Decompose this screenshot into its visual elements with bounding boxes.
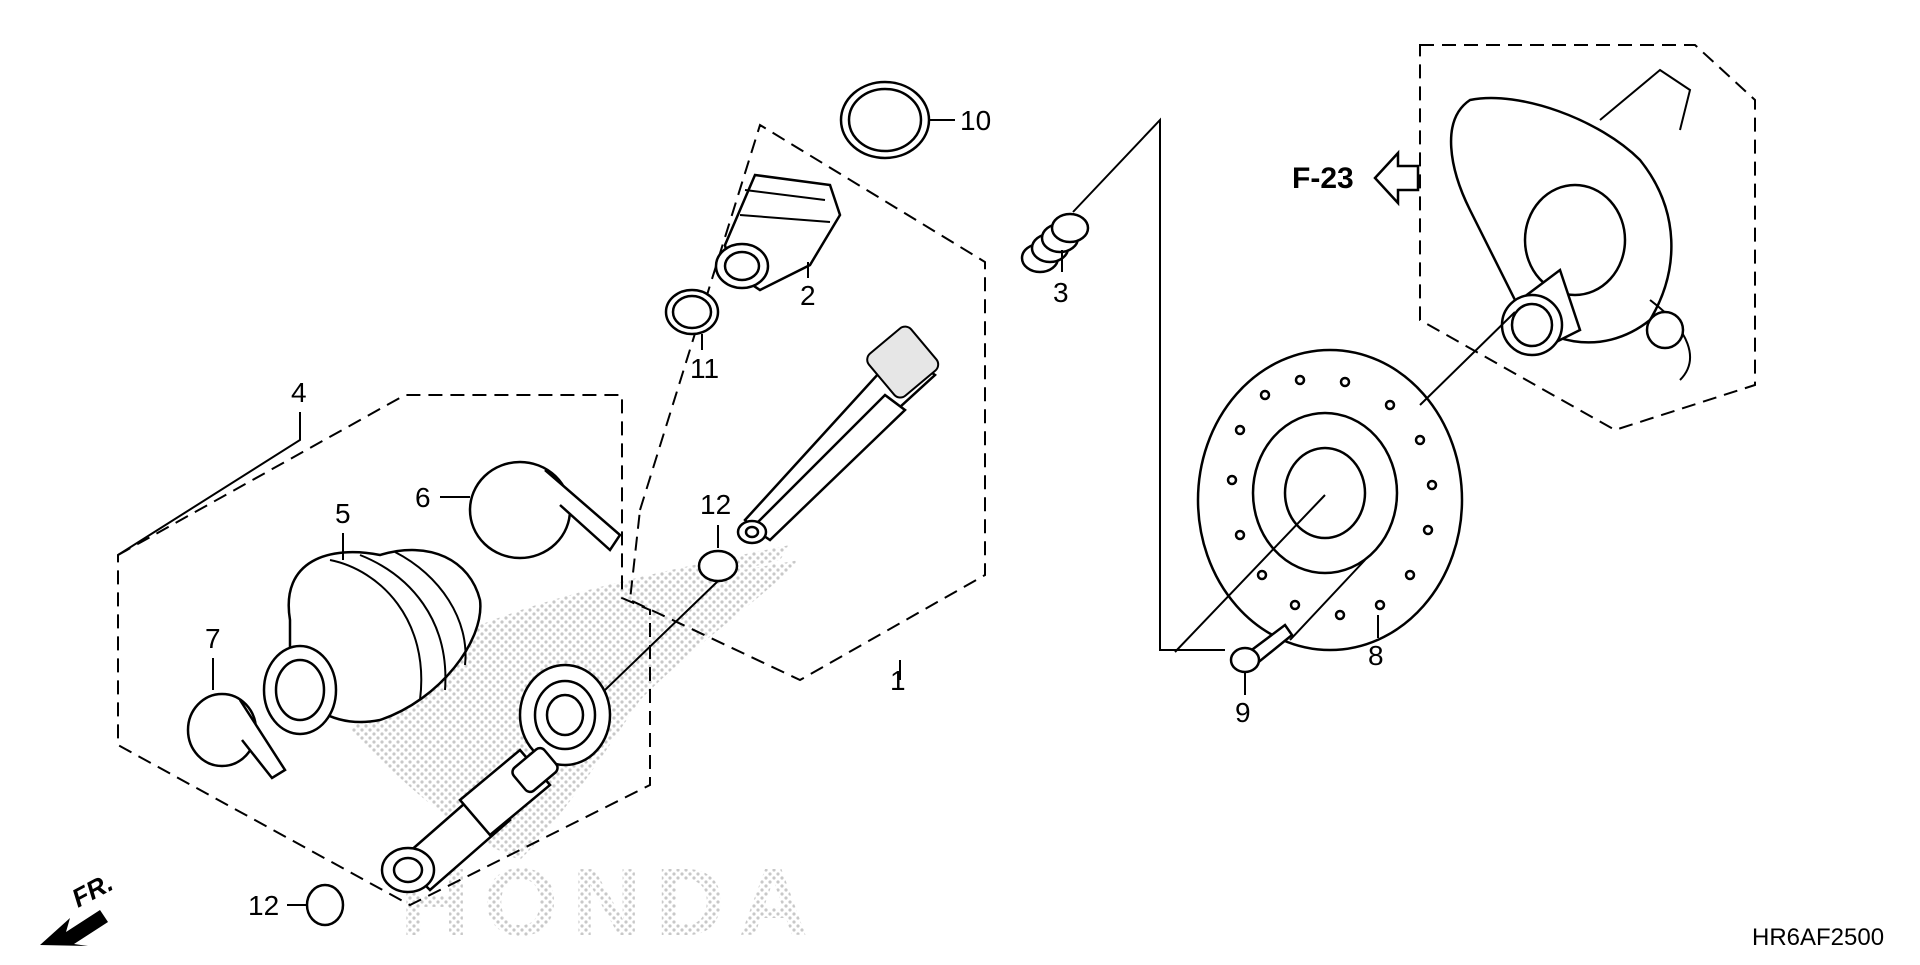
band-clamp-small — [186, 692, 287, 780]
boot-part — [714, 173, 842, 292]
hub-part — [1449, 68, 1692, 381]
diagram-code: HR6AF2500 — [1752, 924, 1884, 951]
band-clamp-large — [468, 460, 622, 560]
bracket-line — [1072, 117, 1225, 651]
bearing-part — [518, 663, 612, 767]
spring-part — [1020, 212, 1090, 274]
callout-9: 9 — [1235, 697, 1251, 728]
leader-lines — [117, 119, 1516, 906]
brake-disc-part — [1196, 348, 1464, 652]
assembly-outline-1 — [628, 123, 986, 682]
callout-3: 3 — [1053, 277, 1069, 308]
callout-12-upper: 12 — [700, 489, 731, 520]
callout-2: 2 — [800, 280, 816, 311]
universal-joint-part — [380, 746, 559, 894]
assembly-outline-4 — [117, 394, 651, 907]
callout-11: 11 — [690, 353, 719, 384]
callout-7: 7 — [205, 623, 221, 654]
callout-6: 6 — [415, 482, 431, 513]
large-boot-part — [262, 548, 482, 736]
circlip-lower — [305, 883, 345, 927]
callout-10: 10 — [960, 105, 991, 136]
reference-arrow-icon — [1373, 149, 1420, 207]
callout-1: 1 — [890, 665, 906, 696]
watermark-text: HONDA — [400, 849, 822, 956]
hub-outline — [1419, 44, 1756, 432]
circlip-upper — [697, 549, 739, 583]
callout-5: 5 — [335, 498, 351, 529]
front-direction-label: FR. — [67, 867, 118, 913]
shaft-part — [736, 325, 940, 545]
callout-4: 4 — [291, 377, 307, 408]
callout-8: 8 — [1368, 640, 1384, 671]
callout-12-lower: 12 — [248, 890, 279, 921]
reference-label: F-23 — [1292, 162, 1354, 195]
front-direction-arrow-icon — [40, 910, 108, 946]
o-ring-part — [839, 80, 931, 160]
bolt-part — [1229, 623, 1294, 674]
